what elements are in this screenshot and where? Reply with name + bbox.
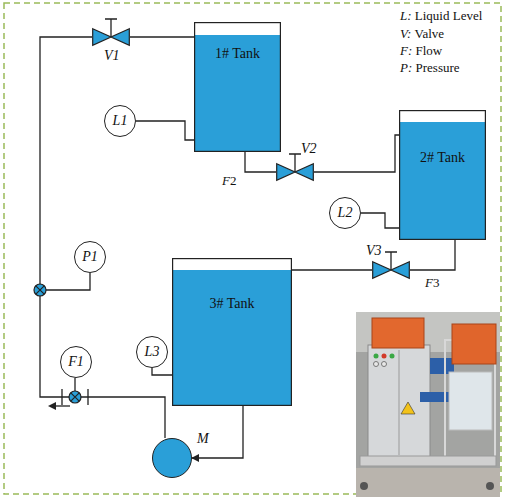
flow-tag: F2 (221, 174, 237, 189)
tank-wall (195, 23, 281, 152)
instrument-tag: L3 (145, 344, 160, 360)
valve-shape (372, 261, 410, 279)
pipe-line (314, 135, 399, 172)
water-tank: 1# Tank (194, 22, 281, 152)
key-note: F: Flow (400, 44, 442, 59)
key-note: V: Valve (400, 27, 444, 42)
pipe-line (40, 37, 165, 438)
pipe-line (192, 406, 243, 458)
tank-shape (172, 258, 292, 406)
instrument-tag: L1 (113, 113, 128, 129)
water-tank: 3# Tank (172, 258, 292, 406)
valve-handle (105, 19, 117, 37)
valve-body (373, 262, 410, 279)
valve-shape (276, 163, 314, 181)
tank-shape (399, 110, 486, 240)
pressure-sensor: P1 (74, 241, 106, 273)
instrument-tag: P1 (82, 249, 98, 265)
water-fill (173, 270, 292, 405)
valve-body (277, 164, 314, 181)
symbol-tag: V1 (104, 48, 120, 64)
tank-label: 1# Tank (194, 46, 281, 62)
valve-body (93, 29, 130, 46)
pipe-line (130, 36, 194, 37)
symbol-tag: V3 (366, 243, 382, 259)
pipe-line (410, 240, 455, 270)
dashed-frame (4, 3, 501, 494)
level-sensor: L3 (136, 336, 168, 368)
tank-wall (173, 259, 292, 406)
water-tank: 2# Tank (399, 110, 486, 240)
flow-tap-line (74, 378, 75, 391)
pipe-line (292, 269, 372, 270)
valve-symbol: V3 (372, 261, 410, 279)
pipe-line (245, 152, 276, 172)
valve-handle (289, 154, 301, 172)
valve-symbol: V1 (92, 28, 130, 46)
key-note: P: Pressure (400, 61, 460, 76)
tank-shape (194, 22, 281, 152)
rig-photo (356, 312, 500, 497)
meter-flange (62, 389, 88, 405)
level-sensor: L1 (104, 105, 136, 137)
pipe-line (152, 368, 172, 375)
pressure-sensor-symbol (34, 284, 46, 296)
instrument-tag: L2 (338, 205, 353, 221)
valve-shape (92, 28, 130, 46)
tank-label: 3# Tank (172, 296, 292, 312)
symbol-tag: M (197, 431, 209, 447)
pipe-line (361, 213, 399, 228)
flow-tag: F3 (424, 276, 440, 291)
water-fill (195, 35, 281, 151)
key-note: L: Liquid Level (400, 9, 482, 24)
pipe-line (136, 121, 194, 140)
pump: M (152, 438, 192, 478)
flow-sensor: F1 (60, 346, 92, 378)
instrument-tag: F1 (68, 354, 84, 370)
pressure-tap-line (46, 273, 90, 290)
symbol-tag: V2 (301, 141, 317, 157)
tank-label: 2# Tank (399, 150, 486, 166)
flow-sensor-symbol (69, 391, 81, 403)
tank-wall (400, 111, 486, 240)
level-sensor: L2 (329, 197, 361, 229)
water-fill (400, 122, 486, 239)
valve-handle (385, 252, 397, 270)
flow-direction-head (48, 402, 56, 410)
valve-symbol: V2 (276, 163, 314, 181)
